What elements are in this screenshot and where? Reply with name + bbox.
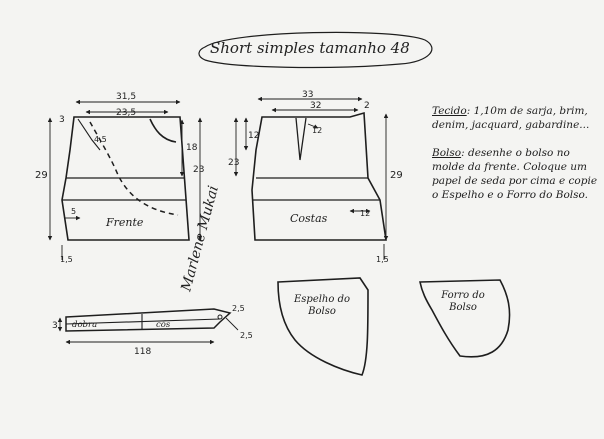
front-dimensions <box>47 99 203 260</box>
back-labels: 33 32 2 12 12 23 12 29 1,5 Costas <box>228 90 403 264</box>
tecido-note: Tecido: 1,10m de sarja, brim, denim, jac… <box>432 104 600 132</box>
waistband-dim-height: 3 <box>52 321 58 331</box>
back-piece <box>251 111 387 241</box>
back-dim-crotch: 12 <box>360 209 370 218</box>
front-dim-left-top: 3 <box>59 115 65 125</box>
bolso-label: Bolso <box>432 147 462 159</box>
waistband-dim-right-top: 2,5 <box>232 304 245 313</box>
waistband-fold-label: dobra <box>72 320 97 330</box>
front-dim-top-inner: 23,5 <box>116 108 136 118</box>
tecido-text: : 1,10m de sarja, brim, denim, jacquard,… <box>432 105 590 131</box>
tecido-label: Tecido <box>432 105 467 117</box>
front-dim-curve: 4,5 <box>94 135 107 144</box>
bolso-text: : desenhe o bolso no molde da frente. Co… <box>432 147 598 201</box>
pocket-facing-piece: Espelho do Bolso <box>277 277 369 376</box>
back-dim-top-total: 33 <box>302 90 313 100</box>
pocket-lining-piece: Forro do Bolso <box>419 279 511 358</box>
waistband-piece <box>65 308 232 332</box>
back-dim-left-upper: 12 <box>248 131 259 141</box>
pocket-lining-label: Forro do Bolso <box>441 290 485 313</box>
front-labels: 31,5 23,5 3 4,5 18 23 29 5 1,5 Frente <box>35 92 204 264</box>
title-block: Short simples tamanho 48 <box>198 31 433 69</box>
back-label: Costas <box>290 212 328 225</box>
front-dim-hem: 1,5 <box>60 255 73 264</box>
front-label: Frente <box>105 216 144 229</box>
front-dim-height: 29 <box>35 170 48 181</box>
notes-block: Tecido: 1,10m de sarja, brim, denim, jac… <box>432 104 600 202</box>
waistband-cut-label: cós <box>156 319 171 330</box>
front-piece <box>61 116 190 241</box>
back-dim-top-right: 2 <box>364 101 370 111</box>
front-dim-crotch: 5 <box>71 207 76 216</box>
back-dimensions <box>233 96 389 260</box>
waistband-dim-right-bottom: 2,5 <box>240 331 253 340</box>
back-dim-top-inner: 32 <box>310 101 321 111</box>
back-dim-dart: 12 <box>312 126 322 135</box>
front-dim-side-upper: 18 <box>186 143 198 153</box>
waistband-labels: 3 dobra cós 118 2,5 2,5 <box>52 304 253 357</box>
back-dim-hem: 1,5 <box>376 255 389 264</box>
waistband-dimensions <box>57 317 239 345</box>
pocket-facing-label: Espelho do Bolso <box>293 294 350 317</box>
waistband-dim-length: 118 <box>134 347 151 357</box>
front-dim-side-lower: 23 <box>193 165 204 175</box>
bolso-note: Bolso: desenhe o bolso no molde da frent… <box>432 146 600 202</box>
front-dim-top-total: 31,5 <box>116 92 136 102</box>
page-title: Short simples tamanho 48 <box>210 39 410 57</box>
back-dim-left-lower: 23 <box>228 158 239 168</box>
back-dim-height: 29 <box>390 170 403 181</box>
